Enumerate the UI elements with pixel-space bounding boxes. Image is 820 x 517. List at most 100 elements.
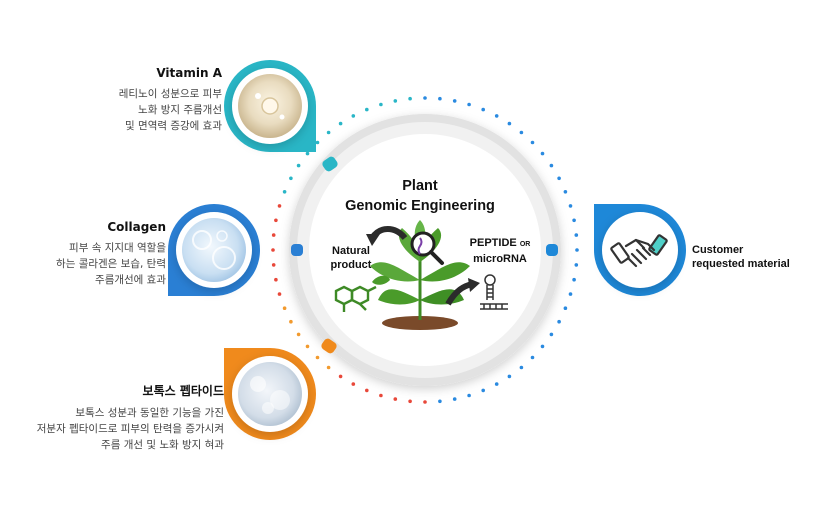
peptide-microrna-label: PEPTIDE OR microRNA xyxy=(452,236,548,266)
orbit-dot xyxy=(326,130,331,135)
center-title-line2: Genomic Engineering xyxy=(345,198,495,214)
orbit-dot xyxy=(540,151,545,156)
orbit-dot xyxy=(351,382,356,386)
orbit-dot xyxy=(326,365,331,370)
orbit-dot xyxy=(271,263,276,267)
collagen-bubble xyxy=(168,204,260,296)
orbit-dot xyxy=(557,176,561,181)
orbit-dot xyxy=(289,176,293,181)
orbit-dot xyxy=(338,374,343,379)
orbit-dot xyxy=(315,140,320,145)
orbit-dot xyxy=(393,99,398,103)
vitamin-a-label: Vitamin A 레티노이 성분으로 피부 노화 방지 주름개선 및 면역력 … xyxy=(60,66,222,134)
connector-tab-collagen xyxy=(291,244,303,256)
orbit-dot xyxy=(365,388,369,393)
dotted-orbit-ring xyxy=(271,96,579,404)
connector-tab-vitamin xyxy=(322,156,338,172)
orbit-dot xyxy=(315,355,320,360)
orbit-dot xyxy=(467,102,471,107)
orbit-dot xyxy=(438,399,442,404)
orbit-dot xyxy=(481,107,486,112)
handshake-icon xyxy=(610,234,668,268)
orbit-dot xyxy=(271,248,275,252)
orbit-dot xyxy=(277,292,282,296)
orbit-dot xyxy=(282,306,287,311)
orbit-dot xyxy=(277,204,282,208)
customer-bubble xyxy=(594,204,686,296)
orbit-dot xyxy=(575,248,579,252)
orbit-dot xyxy=(557,319,561,324)
collagen-title: Collagen xyxy=(107,220,166,234)
orbit-dot xyxy=(305,151,310,156)
collagen-desc: 피부 속 지지대 역할을 하는 콜라겐은 보습, 탄력 주름개선에 효과 xyxy=(56,242,166,286)
collagen-bubbles-image xyxy=(182,218,246,282)
natural-product-line1: Natural xyxy=(332,245,370,257)
orbit-dot xyxy=(296,332,301,337)
orbit-dot xyxy=(549,332,554,337)
orbit-dot xyxy=(296,163,301,168)
customer-requested-label: Customer requested material xyxy=(692,243,816,271)
orbit-dot xyxy=(274,218,278,223)
molecule-icon xyxy=(334,275,390,312)
orbit-dot xyxy=(568,292,573,296)
vitamin-a-desc: 레티노이 성분으로 피부 노화 방지 주름개선 및 면역력 증강에 효과 xyxy=(118,88,222,132)
orbit-dot xyxy=(423,96,427,100)
natural-product-line2: product xyxy=(330,259,372,271)
orbit-dot xyxy=(393,397,398,401)
orbit-dot xyxy=(540,344,545,349)
orbit-dot xyxy=(574,233,579,237)
orbit-dot xyxy=(519,130,524,135)
orbit-dot xyxy=(274,277,278,282)
botox-peptide-title: 보톡스 펩타이드 xyxy=(142,384,224,398)
orbit-dot xyxy=(305,344,310,349)
orbit-dot xyxy=(282,190,287,194)
orbit-dot xyxy=(572,277,576,282)
magnifier-icon xyxy=(410,231,444,265)
orbit-dot xyxy=(572,218,576,223)
orbit-dot xyxy=(289,319,293,324)
microrna-icon xyxy=(480,274,508,310)
orbit-dot xyxy=(365,107,369,112)
orbit-dot xyxy=(574,263,579,267)
orbit-dot xyxy=(408,96,412,101)
orbit-dot xyxy=(530,140,535,145)
orbit-dot xyxy=(379,102,383,107)
collagen-label: Collagen 피부 속 지지대 역할을 하는 콜라겐은 보습, 탄력 주름개… xyxy=(10,220,166,288)
orbit-dot xyxy=(438,96,442,101)
orbit-dot xyxy=(467,393,471,398)
orbit-dot xyxy=(507,374,512,379)
orbit-dot xyxy=(549,163,554,168)
orbit-dot xyxy=(351,114,356,118)
orbit-dot xyxy=(408,399,412,404)
orbit-dot xyxy=(530,355,535,360)
customer-line2: requested material xyxy=(692,258,790,270)
natural-product-label: Natural product xyxy=(316,244,386,272)
microrna-text: microRNA xyxy=(473,253,527,265)
orbit-dot xyxy=(379,393,383,398)
customer-line1: Customer xyxy=(692,244,744,256)
soil-mound xyxy=(382,316,458,330)
orbit-dot xyxy=(563,190,568,194)
peptide-text: PEPTIDE xyxy=(469,237,517,249)
orbit-dot xyxy=(481,388,486,393)
vitamin-a-bubble xyxy=(224,60,316,152)
orbit-dot xyxy=(568,204,573,208)
orbit-dot xyxy=(423,400,427,404)
orbit-dot xyxy=(452,397,457,401)
orbit-dot xyxy=(563,306,568,311)
orbit-dot xyxy=(271,233,276,237)
orbit-dot xyxy=(519,365,524,370)
center-title: Plant Genomic Engineering xyxy=(300,176,540,216)
connector-tab-customer xyxy=(546,244,558,256)
orbit-dot xyxy=(452,99,457,103)
botox-peptide-label: 보톡스 펩타이드 보톡스 성분과 동일한 기능을 가진 저분자 펩타이드로 피부… xyxy=(2,382,224,453)
center-title-line1: Plant xyxy=(402,178,438,194)
orbit-dot xyxy=(338,121,343,126)
connector-tab-botox xyxy=(321,338,337,354)
botox-peptide-bubble xyxy=(224,348,316,440)
orbit-dot xyxy=(494,382,499,386)
or-text: OR xyxy=(519,241,531,248)
vitamin-a-title: Vitamin A xyxy=(156,66,222,80)
